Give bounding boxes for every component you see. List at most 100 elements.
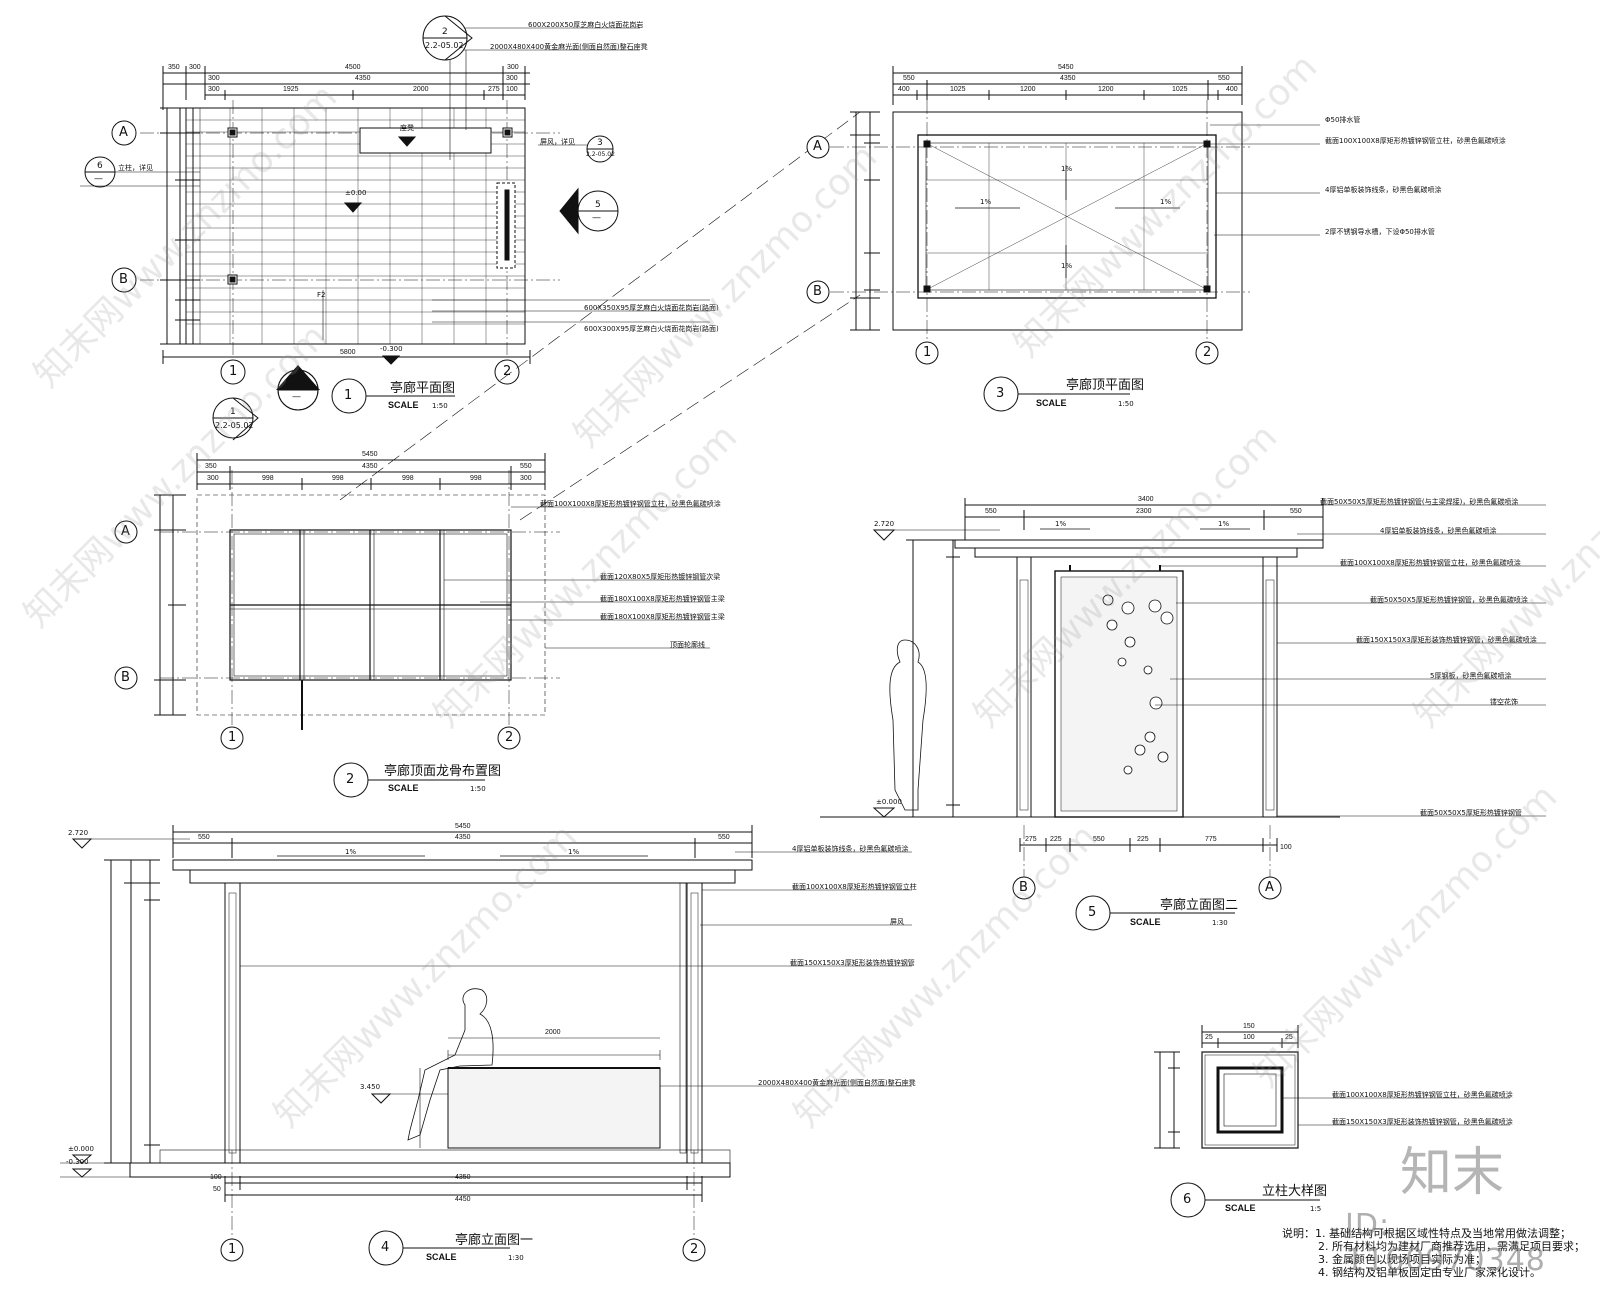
elev2-dim-top2: 2300 [1136,508,1152,515]
roof-axis-2: 2 [1203,345,1212,360]
keel-label-outline: 顶面轮廓线 [670,641,705,649]
plan-axis-b: B [119,272,128,287]
roof-label-column: 截面100X100X8厚矩形热镀锌钢管立柱，砂黑色氟碳喷涂 [1325,137,1506,145]
roof-scale-ratio: 1:50 [1118,400,1134,408]
roof-dim-top3: 400 [898,86,910,93]
drawing-id: ID: 1160970348 [1345,1208,1546,1278]
elev1-axis-1: 1 [228,1242,237,1257]
elev2-view-title: 亭廊立面图二 [1160,898,1239,913]
column-scale-label: SCALE [1225,1203,1256,1213]
plan-label-paving-2: 600X300X95厚芝麻白火烧面花岗岩(路面) [584,325,719,333]
roof-slope-2: 1% [1160,198,1172,206]
roof-dim-top3: 1200 [1020,86,1036,93]
callout-4-dash: — [292,392,301,402]
plan-label-column: 立柱，详见 [118,164,153,172]
column-dim-top: 150 [1243,1023,1255,1030]
elev2-axis-a: A [1265,880,1274,895]
roof-slope-3: 1% [1061,165,1073,173]
plan-dim-top: 300 [189,64,201,71]
callout-4-number: 4 [295,378,301,388]
elev2-dim-top2: 550 [1290,508,1302,515]
keel-dim-top3: 998 [262,475,274,482]
roof-view-number: 3 [996,386,1005,401]
elev1-level-zero: ±0.000 [68,1145,94,1153]
elev2-level-zero: ±0.000 [876,798,902,806]
column-scale-ratio: 1:5 [1310,1205,1322,1213]
plan-label-paving-1: 600X350X95厚芝麻白火烧面花岗岩(路面) [584,304,719,312]
elev2-dim-bottom: 100 [1280,844,1292,851]
elev2-scale-label: SCALE [1130,917,1161,927]
elev2-view-number: 5 [1088,905,1097,920]
elev1-dim-bottom2: 50 [213,1186,221,1193]
plan-dim-top: 4500 [345,64,361,71]
plan-dim-top3: 2000 [413,86,429,93]
plan-dim-bottom: 5800 [340,349,356,356]
plan-scale-label: SCALE [388,400,419,410]
roof-dim-top3: 1025 [1172,86,1188,93]
elev2-label-sub-tube: 截面50X50X5厚矩形热镀锌钢管(与主梁焊接)，砂黑色氟碳喷涂 [1320,498,1519,506]
elev1-dim-top2: 550 [198,834,210,841]
keel-label-secondary: 截面120X80X5厚矩形热镀锌钢管次梁 [600,573,721,581]
plan-view-number: 1 [344,388,353,403]
elev1-level-top: 2.720 [68,829,89,837]
callout-6-dash: — [94,174,103,184]
roof-dim-top3: 400 [1226,86,1238,93]
elev1-dim-bench: 2000 [545,1029,561,1036]
elev2-scale-ratio: 1:30 [1212,919,1228,927]
roof-axis-b: B [813,284,822,299]
elev1-dim-bottom: 4350 [455,1174,471,1181]
elev2-dim-top: 3400 [1138,496,1154,503]
elev1-dim-top2: 550 [718,834,730,841]
plan-axis-a: A [119,125,128,140]
plan-scale-ratio: 1:50 [432,402,448,410]
elevation-two-view [820,498,1546,931]
keel-label-main-2: 截面180X100X8厚矩形热镀锌钢管主梁 [600,613,725,621]
keel-dim-top2: 350 [205,463,217,470]
keel-dim-top3: 998 [470,475,482,482]
elev1-axis-2: 2 [690,1242,699,1257]
note-line: 2. 所有材料均为建材厂商推荐选用，需满足项目要求； [1318,1240,1585,1253]
keel-axis-1: 1 [228,730,237,745]
plan-dim-top3: 300 [208,86,220,93]
elev2-dim-bottom: 775 [1205,836,1217,843]
keel-layout-view [114,453,710,798]
callout-2-number: 2 [442,27,448,37]
keel-view-number: 2 [346,772,355,787]
elev1-view-number: 4 [381,1240,390,1255]
roof-label-gutter: 2厚不锈钢导水槽，下设Φ50排水管 [1325,228,1435,236]
plan-dim-top2: 300 [506,75,518,82]
roof-plan-view-title: 亭廊顶平面图 [1066,378,1145,393]
keel-scale-ratio: 1:50 [470,785,486,793]
keel-dim-top2: 550 [520,463,532,470]
plan-label-bench: 2000X480X400黄金麻光面(侧面自然面)整石座凳 [490,43,648,51]
keel-dim-top3: 998 [332,475,344,482]
elev2-label-column: 截面100X100X8厚矩形热镀锌钢管立柱，砂黑色氟碳喷涂 [1340,559,1521,567]
elev2-label-trim: 4厚铝单板装饰线条，砂黑色氟碳喷涂 [1380,527,1497,535]
plan-label-screen: 屏风，详见 [540,138,575,146]
plan-view-title: 亭廊平面图 [390,381,456,396]
elev2-slope-2: 1% [1218,520,1230,528]
roof-dim-top: 5450 [1058,64,1074,71]
note-line: 说明：1. 基础结构可根据区域性特点及当地常用做法调整； [1282,1227,1571,1240]
plan-dim-top3: 1925 [283,86,299,93]
roof-slope-4: 1% [1061,262,1073,270]
note-line: 4. 钢结构及铝单板固定由专业厂家深化设计。 [1318,1266,1541,1279]
keel-label-column: 截面100X100X8厚矩形热镀锌钢管立柱，砂黑色氟碳喷涂 [540,500,721,508]
elevation-one-view [60,825,912,1266]
callout-1-number: 1 [230,407,236,417]
plan-level-minus: -0.300 [380,345,403,353]
elev1-level-seat: 3.450 [360,1083,381,1091]
elev1-scale-label: SCALE [426,1252,457,1262]
elev2-dim-top2: 550 [985,508,997,515]
elev2-axis-b: B [1019,880,1028,895]
plan-level-zero: ±0.00 [345,189,367,197]
elev1-view-title: 亭廊立面图一 [455,1233,534,1248]
plan-dim-top3: 275 [488,86,500,93]
elev2-dim-bottom: 275 [1025,836,1037,843]
elev1-slope-2: 1% [568,848,580,856]
plan-axis-1: 1 [229,364,238,379]
keel-dim-top3: 300 [207,475,219,482]
elev1-scale-ratio: 1:30 [508,1254,524,1262]
elev2-dim-bottom: 225 [1050,836,1062,843]
general-notes: 说明：1. 基础结构可根据区域性特点及当地常用做法调整； 2. 所有材料均为建材… [1282,1227,1585,1279]
